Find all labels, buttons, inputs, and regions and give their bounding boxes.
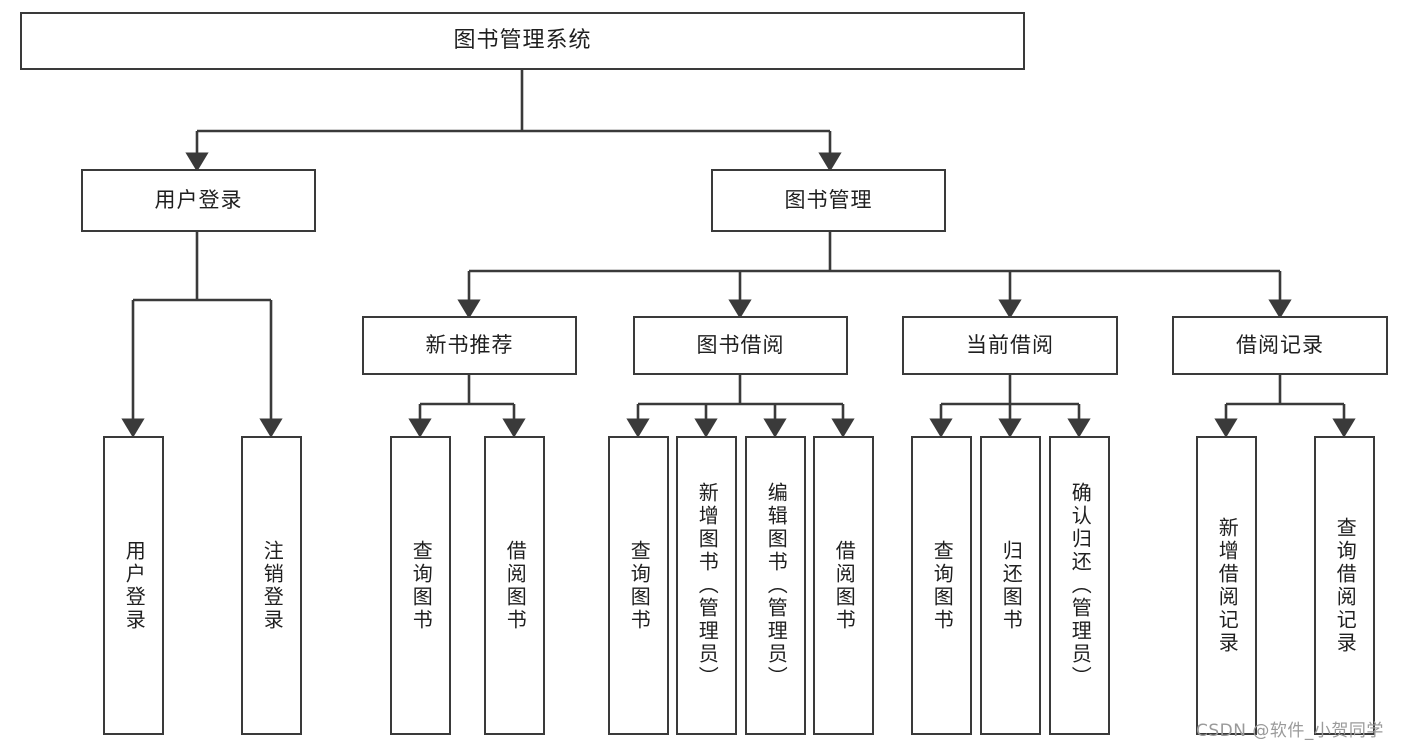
node-label: 用户登录 <box>154 188 243 213</box>
node-label: 归还图书 <box>999 539 1024 632</box>
node-label: 借阅图书 <box>832 539 857 632</box>
node-label: 查询借阅记录 <box>1333 516 1358 655</box>
leaf-user-login-login[interactable]: 用户登录 <box>103 436 164 735</box>
node-label: 注销登录 <box>260 539 285 632</box>
leaf-new-book-borrow[interactable]: 借阅图书 <box>484 436 545 735</box>
node-label: 借阅图书 <box>503 539 528 632</box>
leaf-book-borrow-edit[interactable]: 编辑图书（管理员） <box>745 436 806 735</box>
leaf-current-borrow-query[interactable]: 查询图书 <box>911 436 972 735</box>
node-label: 借阅记录 <box>1236 333 1324 358</box>
leaf-new-book-query[interactable]: 查询图书 <box>390 436 451 735</box>
node-label: 图书管理 <box>784 188 873 213</box>
leaf-user-login-logout[interactable]: 注销登录 <box>241 436 302 735</box>
node-label: 查询图书 <box>409 539 434 632</box>
node-label: 新书推荐 <box>425 333 514 358</box>
node-root-system[interactable]: 图书管理系统 <box>20 12 1025 70</box>
csdn-watermark: CSDN @软件_小贺同学 <box>1196 721 1384 741</box>
node-label: 编辑图书（管理员） <box>764 482 789 689</box>
leaf-book-borrow-query[interactable]: 查询图书 <box>608 436 669 735</box>
node-label: 确认归还（管理员） <box>1068 482 1093 689</box>
leaf-current-borrow-confirm-return[interactable]: 确认归还（管理员） <box>1049 436 1110 735</box>
node-new-book-recommend[interactable]: 新书推荐 <box>362 316 577 375</box>
leaf-book-borrow-borrow[interactable]: 借阅图书 <box>813 436 874 735</box>
node-book-management[interactable]: 图书管理 <box>711 169 946 232</box>
node-borrow-record[interactable]: 借阅记录 <box>1172 316 1388 375</box>
node-book-borrow[interactable]: 图书借阅 <box>633 316 848 375</box>
node-current-borrow[interactable]: 当前借阅 <box>902 316 1118 375</box>
node-label: 图书管理系统 <box>453 28 592 54</box>
leaf-borrow-record-add[interactable]: 新增借阅记录 <box>1196 436 1257 735</box>
node-label: 新增图书（管理员） <box>695 482 720 689</box>
node-label: 图书借阅 <box>696 333 785 358</box>
node-user-login[interactable]: 用户登录 <box>81 169 316 232</box>
leaf-borrow-record-query[interactable]: 查询借阅记录 <box>1314 436 1375 735</box>
leaf-current-borrow-return[interactable]: 归还图书 <box>980 436 1041 735</box>
node-label: 查询图书 <box>930 539 955 632</box>
node-label: 查询图书 <box>627 539 652 632</box>
node-label: 当前借阅 <box>966 333 1054 358</box>
node-label: 用户登录 <box>122 539 147 632</box>
node-label: 新增借阅记录 <box>1215 516 1240 655</box>
leaf-book-borrow-add[interactable]: 新增图书（管理员） <box>676 436 737 735</box>
